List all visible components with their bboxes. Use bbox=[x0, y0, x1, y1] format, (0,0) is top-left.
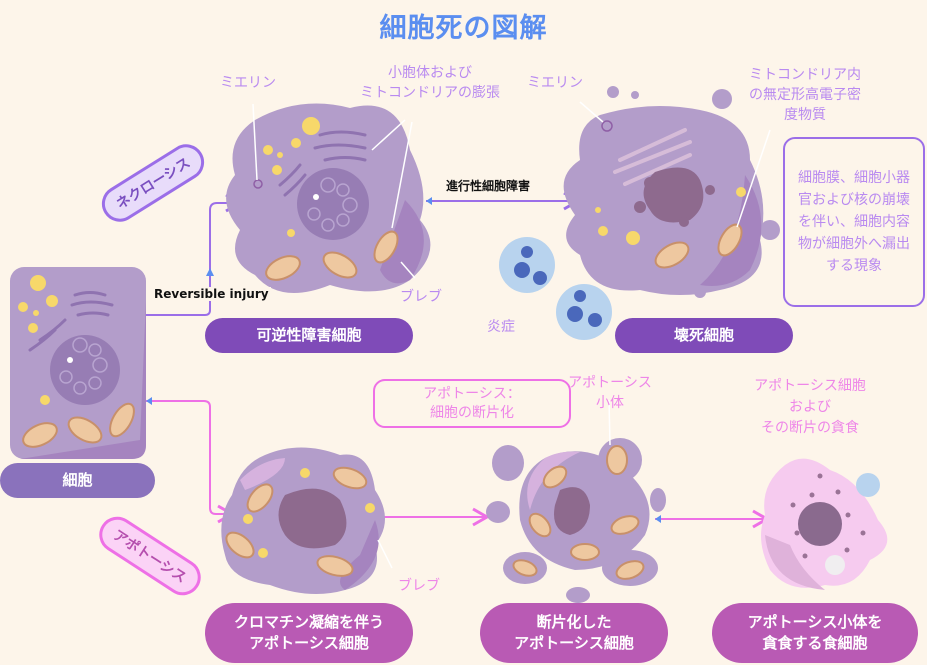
node-label-line1: アポトーシス小体を bbox=[747, 613, 883, 631]
label-amorphous-line2: の無定形高電子密 bbox=[749, 87, 861, 103]
node-label-line2: アポトーシス細胞 bbox=[514, 634, 634, 652]
edge-label-progressive-injury: 進行性細胞障害 bbox=[444, 177, 533, 194]
label-bleb-2: ブレブ bbox=[398, 578, 440, 594]
node-fragmented-apoptotic-cell: 断片化した アポトーシス細胞 bbox=[480, 603, 668, 663]
apoptotic-cell-illustration bbox=[221, 447, 393, 594]
def-line: 官および核の崩壊 bbox=[798, 192, 910, 208]
phagocyte-illustration bbox=[761, 458, 888, 590]
def-line: 物が細胞外へ漏出 bbox=[798, 236, 910, 252]
node-reversible-cell: 可逆性障害細胞 bbox=[205, 318, 413, 353]
apoptosis-fragmentation-box: アポトーシス： 細胞の断片化 bbox=[373, 379, 571, 428]
frag-line-2: 細胞の断片化 bbox=[429, 404, 514, 421]
label-swelling-line1: 小胞体および bbox=[388, 65, 472, 81]
node-cell: 細胞 bbox=[0, 463, 155, 498]
node-label-line1: クロマチン凝縮を伴う bbox=[233, 613, 384, 631]
node-apoptotic-chromatin-cell: クロマチン凝縮を伴う アポトーシス細胞 bbox=[205, 603, 413, 663]
label-myelin-2: ミエリン bbox=[527, 75, 583, 91]
edge-cell-to-reversible bbox=[140, 193, 244, 319]
label-myelin-1: ミエリン bbox=[220, 75, 276, 91]
def-line: を伴い、細胞内容 bbox=[798, 214, 910, 230]
label-bleb-1: ブレブ bbox=[400, 289, 442, 305]
node-label-line2: 貪食する食細胞 bbox=[762, 634, 868, 652]
necrotic-cell-illustration bbox=[563, 86, 780, 298]
node-label-line1: 断片化した bbox=[536, 613, 612, 631]
node-necrotic-cell: 壊死細胞 bbox=[615, 318, 793, 353]
def-line: する現象 bbox=[826, 258, 882, 274]
label-apoptotic-body-line1: アポトーシス bbox=[568, 375, 652, 391]
label-apoptotic-body-line2: 小体 bbox=[596, 395, 624, 411]
label-phago-line1: アポトーシス細胞 bbox=[754, 378, 866, 394]
edge-fragmented-to-phagocyte bbox=[655, 509, 771, 529]
label-inflammation: 炎症 bbox=[487, 319, 515, 335]
edge-label-reversible-injury: Reversible injury bbox=[152, 287, 271, 301]
label-phago-line3: その断片の貪食 bbox=[761, 420, 859, 436]
node-phagocyte: アポトーシス小体を 貪食する食細胞 bbox=[712, 603, 918, 663]
edge-apoptotic-to-fragmented bbox=[377, 507, 491, 527]
label-amorphous-line3: 度物質 bbox=[784, 107, 826, 123]
edge-reversible-to-necrotic bbox=[426, 191, 582, 211]
reversible-cell-illustration bbox=[226, 103, 431, 293]
label-swelling-line2: ミトコンドリアの膨張 bbox=[360, 85, 500, 101]
frag-line-1: アポトーシス： bbox=[423, 385, 521, 402]
label-phago-line2: および bbox=[789, 399, 831, 415]
fragmented-cell-illustration bbox=[486, 399, 666, 603]
edge-cell-to-apoptotic bbox=[146, 397, 236, 524]
def-line: 細胞膜、細胞小器 bbox=[798, 170, 910, 186]
normal-cell-illustration bbox=[10, 267, 146, 459]
neutrophil-illustration bbox=[499, 237, 612, 340]
necrosis-definition-box: 細胞膜、細胞小器 官および核の崩壊 を伴い、細胞内容 物が細胞外へ漏出 する現象 bbox=[783, 137, 925, 307]
label-amorphous-line1: ミトコンドリア内 bbox=[749, 67, 861, 83]
node-label-line2: アポトーシス細胞 bbox=[249, 634, 369, 652]
page-title: 細胞死の図解 bbox=[379, 13, 548, 44]
